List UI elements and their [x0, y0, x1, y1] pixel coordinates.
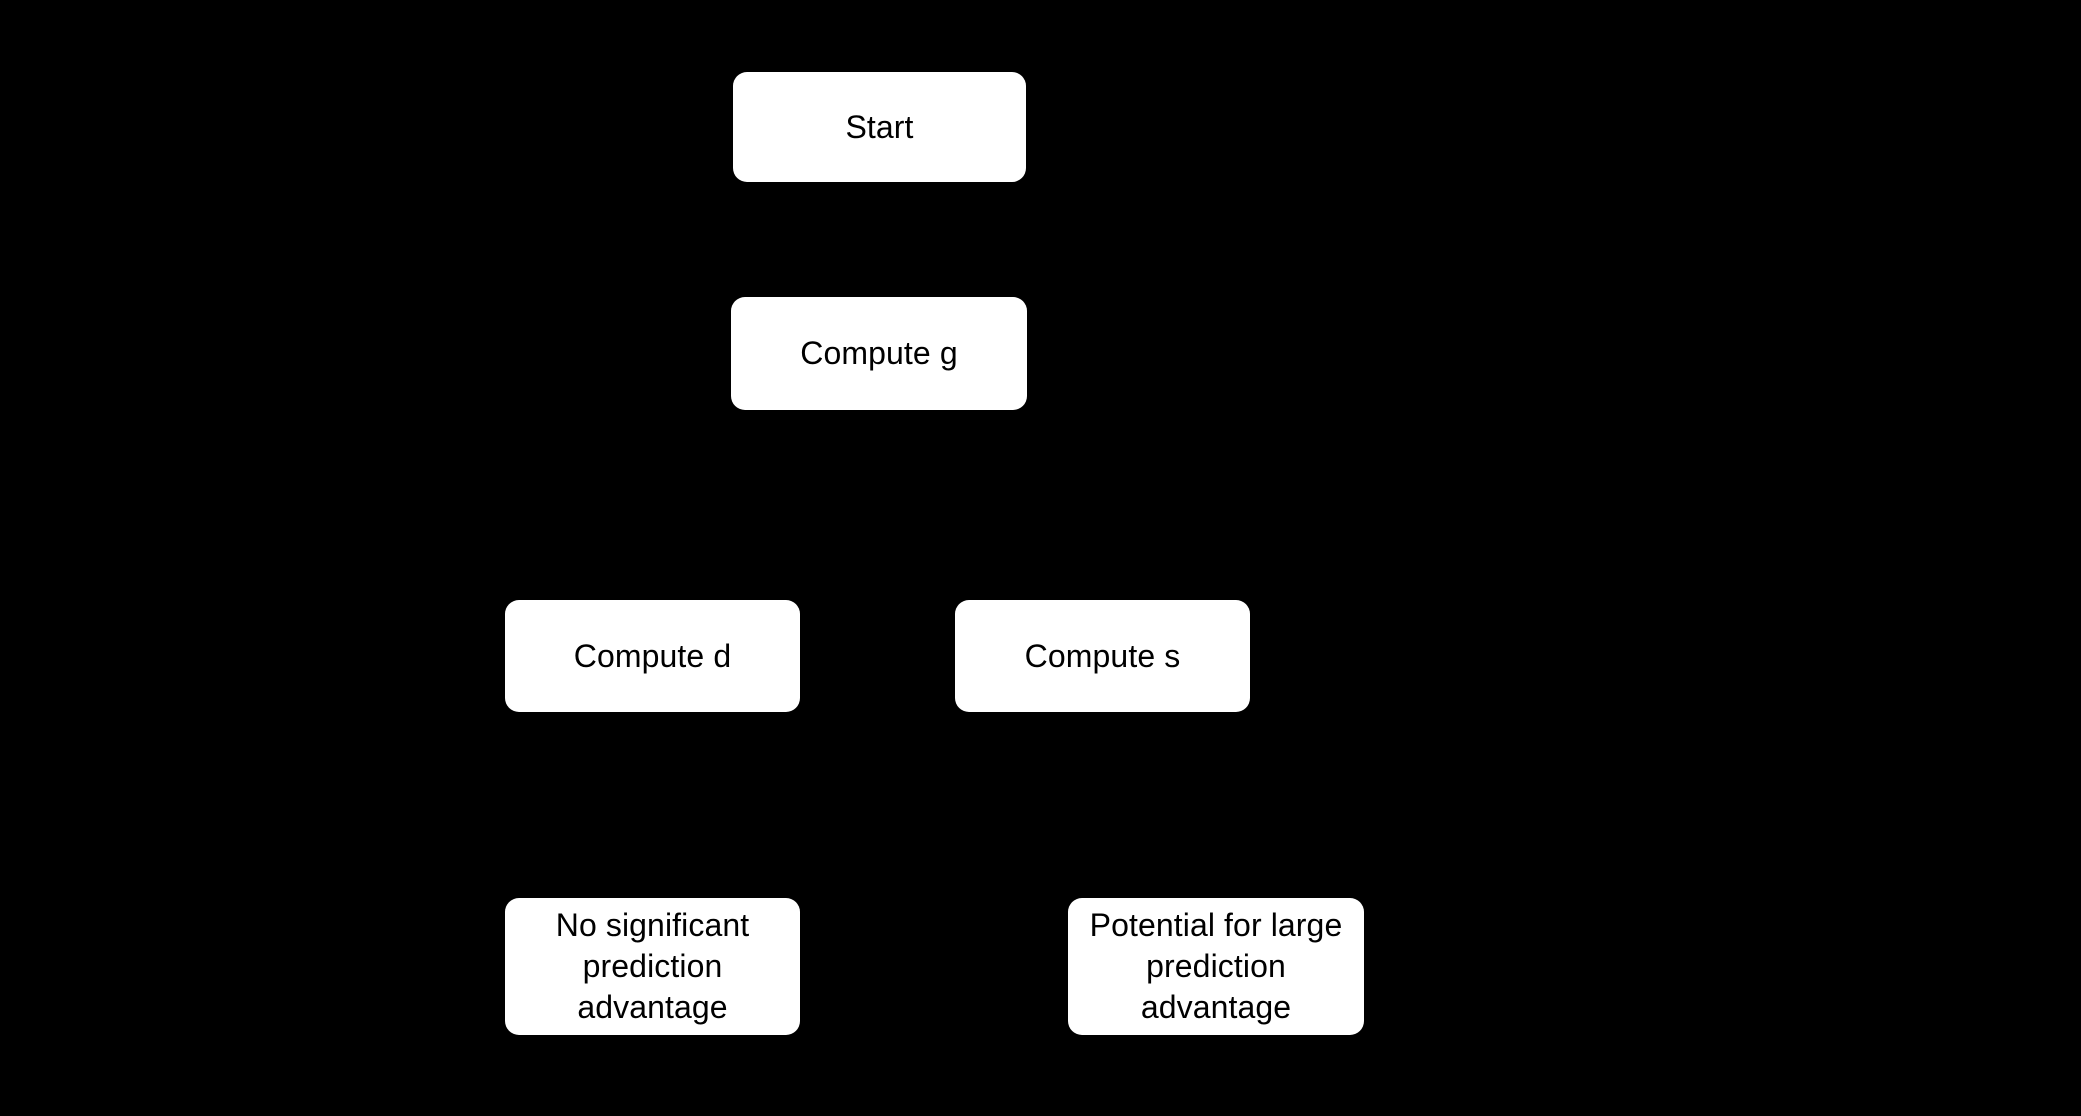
- node-large-advantage-label: Potential for large prediction advantage: [1089, 907, 1343, 1025]
- edge-compute-g-to-compute-s: [877, 410, 1106, 601]
- edge-compute-g-to-compute-d: [648, 410, 881, 601]
- node-compute-g[interactable]: Compute g: [731, 297, 1027, 410]
- node-compute-s[interactable]: Compute s: [955, 600, 1250, 712]
- node-compute-g-label: Compute g: [800, 335, 958, 371]
- node-compute-d-label: Compute d: [573, 637, 732, 674]
- node-compute-d[interactable]: Compute d: [505, 600, 800, 712]
- node-no-significant-prediction-advantage[interactable]: No significant prediction advantage: [505, 898, 800, 1035]
- node-potential-for-large-prediction-advantage[interactable]: Potential for large prediction advantage: [1068, 898, 1364, 1035]
- node-start[interactable]: Start: [733, 72, 1026, 182]
- node-no-advantage-label: No significant prediction advantage: [555, 907, 750, 1025]
- edge-compute-s-to-large-advantage: [1100, 712, 1220, 899]
- node-start-label: Start: [845, 108, 914, 145]
- node-compute-s-label: Compute s: [1024, 637, 1181, 674]
